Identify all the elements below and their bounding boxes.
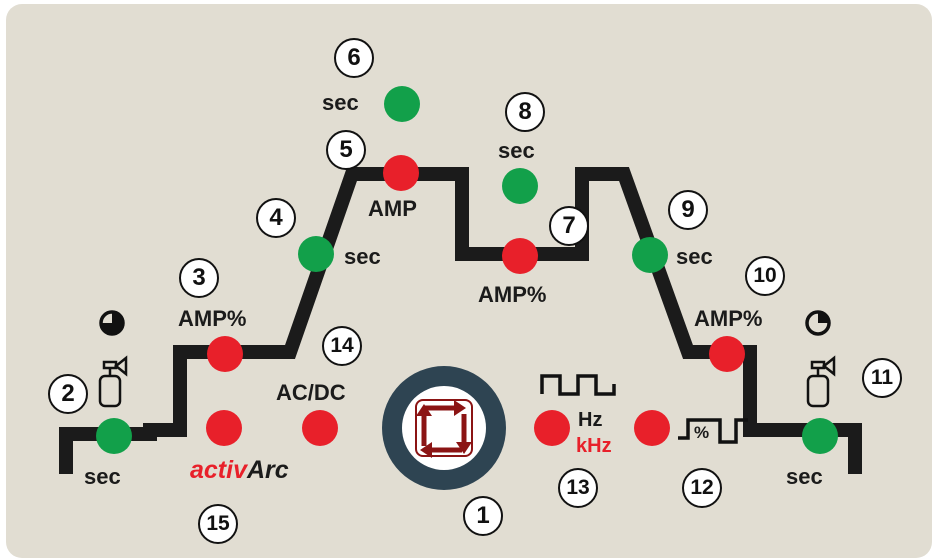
callout-12: 12: [682, 468, 722, 508]
callout-14: 14: [322, 326, 362, 366]
callout-6: 6: [334, 38, 374, 78]
callout-8: 8: [505, 92, 545, 132]
callout-9: 9: [668, 190, 708, 230]
knob-face[interactable]: [402, 386, 486, 470]
label-amp-percent-start: AMP%: [178, 306, 247, 331]
led-spot-time: [384, 86, 420, 122]
led-pulse-time: [502, 168, 538, 204]
label-sec-spot: sec: [322, 90, 359, 115]
timer-icon: [805, 310, 831, 336]
led-gas-postflow: [802, 418, 838, 454]
square-wave-icon: [540, 374, 616, 396]
callout-5: 5: [326, 130, 366, 170]
label-sec-gas-post: sec: [786, 464, 823, 489]
label-sec-upslope: sec: [344, 244, 381, 269]
led-peak-current: [383, 155, 419, 191]
cycle-trace-line: [59, 167, 862, 474]
label-sec-downslope: sec: [676, 244, 713, 269]
led-activarc: [206, 410, 242, 446]
label-sec-gas-pre: sec: [84, 464, 121, 489]
activarc-logo-activ: activ: [190, 456, 247, 484]
led-end-current: [709, 336, 745, 372]
label-sec-pulse: sec: [498, 138, 535, 163]
activarc-logo-arc: Arc: [246, 456, 289, 484]
led-downslope: [632, 237, 668, 273]
led-base-current: [502, 238, 538, 274]
timer-icon: [99, 310, 125, 336]
callout-11: 11: [862, 358, 902, 398]
led-frequency: [534, 410, 570, 446]
callout-2: 2: [48, 374, 88, 414]
gas-cylinder-icon: [98, 355, 128, 408]
label-ac-dc: AC/DC: [276, 380, 346, 405]
label-amp-peak: AMP: [368, 196, 417, 221]
callout-10: 10: [745, 256, 785, 296]
led-balance: [634, 410, 670, 446]
label-amp-percent-end: AMP%: [694, 306, 763, 331]
label-hz: Hz: [578, 409, 603, 431]
activarc-logo: activArc: [190, 458, 289, 483]
callout-3: 3: [179, 258, 219, 298]
balance-wave-icon: [678, 418, 748, 444]
led-start-current: [207, 336, 243, 372]
label-percent: %: [694, 423, 710, 442]
gas-cylinder-icon: [806, 355, 836, 408]
callout-13: 13: [558, 468, 598, 508]
label-amp-percent-base: AMP%: [478, 282, 547, 307]
led-gas-preflow: [96, 418, 132, 454]
rotate-arrows-icon: [416, 400, 472, 458]
led-upslope: [298, 236, 334, 272]
led-ac-dc: [302, 410, 338, 446]
callout-1: 1: [463, 496, 503, 536]
label-khz: kHz: [576, 435, 612, 457]
callout-7: 7: [549, 206, 589, 246]
knob-arrow-frame: [415, 399, 473, 457]
callout-4: 4: [256, 198, 296, 238]
callout-15: 15: [198, 504, 238, 544]
